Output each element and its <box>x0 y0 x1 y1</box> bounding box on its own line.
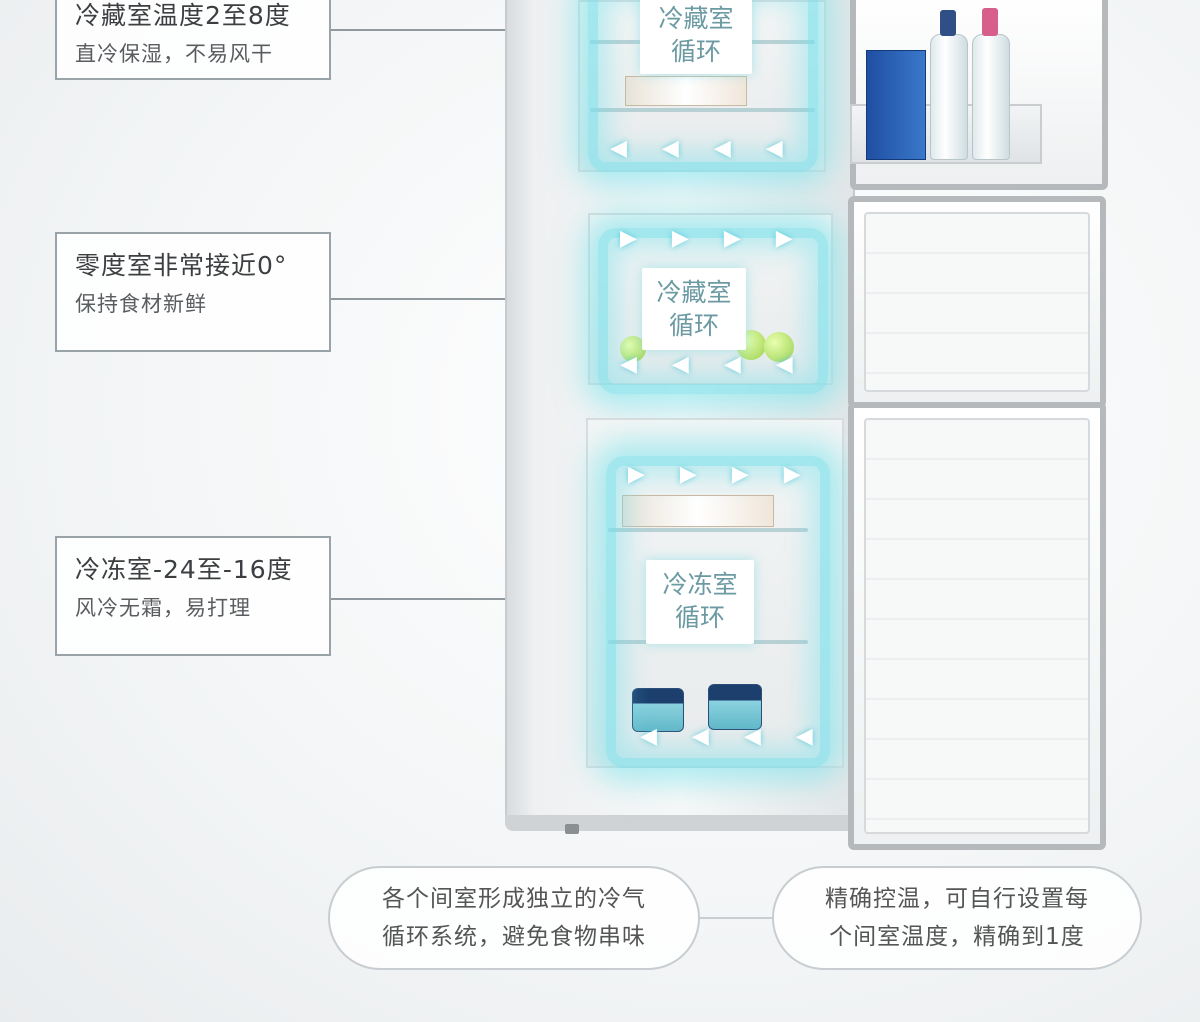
freezer-door[interactable] <box>848 402 1106 850</box>
door-liner <box>864 418 1090 834</box>
compartment-label: 冷藏室 循环 <box>640 0 752 74</box>
pill-line2: 循环系统，避免食物串味 <box>382 924 646 950</box>
callout-subtitle: 直冷保湿，不易风干 <box>75 42 273 66</box>
pill-connector <box>700 917 772 919</box>
ice-cream-tub <box>632 688 684 732</box>
lime <box>764 332 794 362</box>
airflow-arrows: ▶ ▶ ▶ ▶ <box>628 462 815 487</box>
callout-connector <box>331 298 631 300</box>
compartment-label-line2: 循环 <box>668 311 719 340</box>
feature-pill: 精确控温，可自行设置每 个间室温度，精确到1度 <box>772 866 1142 970</box>
compartment-label: 冷藏室 循环 <box>642 268 746 350</box>
airflow-arrows: ◀ ◀ ◀ ◀ <box>610 136 797 161</box>
callout-connector <box>331 598 631 600</box>
water-bottle <box>930 34 968 160</box>
callout-title: 冷藏室温度2至8度 <box>75 1 291 30</box>
airflow-arrows: ◀ ◀ ◀ ◀ <box>640 724 827 749</box>
compartment-label-line2: 循环 <box>674 603 725 632</box>
callout-subtitle: 保持食材新鲜 <box>75 292 207 316</box>
pill-line2: 个间室温度，精确到1度 <box>829 924 1085 950</box>
fridge-foot <box>565 824 579 834</box>
bottle-cap <box>982 8 998 36</box>
door-liner <box>864 212 1090 392</box>
compartment-label: 冷冻室 循环 <box>646 560 754 644</box>
callout-title: 零度室非常接近0° <box>75 251 288 280</box>
pill-line1: 精确控温，可自行设置每 <box>825 886 1089 912</box>
water-bottle <box>972 34 1010 160</box>
ice-cream-tub <box>708 684 762 730</box>
zero-degree-callout: 零度室非常接近0° 保持食材新鲜 <box>55 232 331 352</box>
fridge-callout: 冷藏室温度2至8度 直冷保湿，不易风干 <box>55 0 331 80</box>
cold-air-glow <box>598 228 828 394</box>
callout-title: 冷冻室-24至-16度 <box>75 555 293 584</box>
milk-carton <box>866 50 926 160</box>
frozen-food-pack <box>622 495 774 527</box>
shelf <box>590 108 815 112</box>
callout-subtitle: 风冷无霜，易打理 <box>75 596 251 620</box>
compartment-label-line1: 冷藏室 <box>658 4 734 33</box>
compartment-label-line1: 冷冻室 <box>662 570 738 599</box>
fridge-base <box>505 815 855 831</box>
food-tray <box>625 76 747 106</box>
pill-line1: 各个间室形成独立的冷气 <box>382 886 646 912</box>
compartment-label-line1: 冷藏室 <box>656 278 732 307</box>
cold-air-glow <box>588 0 818 172</box>
callout-connector <box>331 29 631 31</box>
bottle-cap <box>940 10 956 36</box>
zero-degree-door[interactable] <box>848 196 1106 408</box>
airflow-arrows: ▶ ▶ ▶ ▶ <box>620 226 807 251</box>
feature-pill: 各个间室形成独立的冷气 循环系统，避免食物串味 <box>328 866 700 970</box>
airflow-arrows: ◀ ◀ ◀ ◀ <box>620 352 807 377</box>
compartment-label-line2: 循环 <box>670 37 721 66</box>
lime <box>620 336 646 362</box>
freezer-shelf <box>608 528 808 532</box>
cold-air-glow <box>606 456 830 768</box>
freezer-callout: 冷冻室-24至-16度 风冷无霜，易打理 <box>55 536 331 656</box>
